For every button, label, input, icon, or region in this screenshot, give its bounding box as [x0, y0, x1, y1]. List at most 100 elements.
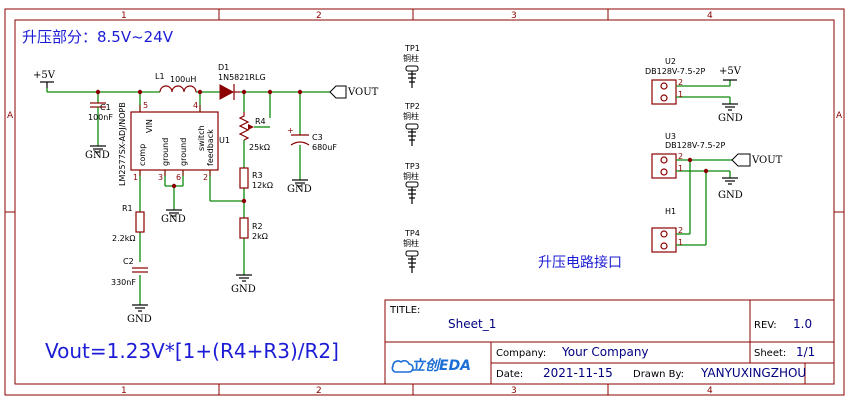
ruler-top-3: 3: [511, 11, 517, 21]
junction-dots: [95, 89, 303, 204]
l1-ref: L1: [155, 72, 165, 81]
drawn-by-value: YANYUXINGZHOU: [700, 366, 806, 380]
tp3-label: 铜柱: [403, 171, 419, 181]
h1-pin-1: 1: [678, 238, 683, 247]
sheet-title: Sheet_1: [448, 317, 496, 331]
u2-plus5v-label: +5V: [719, 66, 742, 77]
plus5v-label: +5V: [33, 70, 56, 81]
gnd-u2-label: GND: [718, 113, 743, 124]
tp3-ref: TP3: [404, 162, 420, 171]
tp1-screw-icon: [405, 65, 419, 88]
ruler-right-a: A: [836, 111, 843, 121]
r3-value: 12kΩ: [252, 181, 273, 190]
gnd-c1-label: GND: [85, 150, 110, 161]
u1-pin-number-2: 2: [203, 173, 208, 182]
l1-inductor-symbol: [159, 85, 197, 93]
r1-resistor-symbol: [135, 211, 145, 233]
u2-ref: U2: [665, 57, 676, 66]
vout-formula: Vout=1.23V*[1+(R4+R3)/R2]: [45, 339, 339, 363]
l1-value: 100uH: [170, 75, 196, 84]
lceda-logo: [391, 359, 414, 373]
c2-value: 330nF: [111, 278, 136, 287]
date-value: 2021-11-15: [543, 366, 613, 380]
boost-section-heading: 升压部分：8.5V~24V: [22, 28, 174, 46]
u3-vout-port-icon: [731, 153, 751, 167]
u1-pin-ground-b: ground: [179, 138, 188, 166]
tp2-label: 铜柱: [403, 111, 419, 121]
c2-ref: C2: [123, 257, 134, 266]
gnd-u1-label: GND: [161, 214, 186, 225]
gnd-c1-icon: [90, 145, 106, 153]
gnd-u3-label: GND: [718, 190, 743, 201]
gnd-r2-icon: [236, 274, 252, 282]
tp4-label: 铜柱: [403, 238, 419, 248]
u1-ic-body: [130, 105, 219, 176]
tp1-ref: TP1: [404, 44, 420, 53]
tp4-screw-icon: [405, 250, 419, 273]
c3-ref: C3: [312, 133, 323, 142]
c3-capacitor-symbol: [290, 134, 310, 146]
plus5v-port: [40, 81, 54, 88]
tp3-screw-icon: [405, 181, 419, 204]
c3-polarity: +: [287, 126, 294, 135]
u1-pin-vin: VIN: [145, 119, 154, 133]
c3-value: 680uF: [312, 143, 337, 152]
company-value: Your Company: [561, 345, 649, 359]
r2-ref: R2: [252, 222, 263, 231]
date-label: Date:: [496, 369, 523, 380]
c1-ref: C1: [100, 103, 111, 112]
d1-diode-symbol: [219, 84, 240, 100]
r4-value: 25kΩ: [249, 143, 270, 152]
u1-pin-number-1: 1: [133, 173, 138, 182]
r1-ref: R1: [122, 204, 133, 213]
tp1-label: 铜柱: [403, 53, 419, 63]
u2-pin-2: 2: [678, 78, 683, 87]
vout-port-icon: [329, 85, 347, 99]
d1-ref: D1: [218, 63, 229, 72]
u1-pin-number-5: 5: [143, 101, 148, 110]
sheet-value: 1/1: [796, 345, 815, 359]
u3-pin-2: 2: [678, 152, 683, 161]
r4-potentiometer-symbol: [238, 112, 254, 141]
h1-pin-2: 2: [678, 226, 683, 235]
u3-pin-1: 1: [678, 164, 683, 173]
u1-pin-switch: switch: [197, 125, 206, 151]
interface-heading: 升压电路接口: [538, 254, 622, 271]
sheet-label: Sheet:: [754, 348, 786, 359]
c1-value: 100nF: [88, 113, 113, 122]
ruler-top-4: 4: [707, 11, 713, 21]
u2-pin-1: 1: [678, 90, 683, 99]
gnd-c2-label: GND: [127, 314, 152, 325]
rev-value: 1.0: [793, 317, 812, 331]
gnd-c2-icon: [132, 304, 148, 312]
c2-capacitor-symbol: [132, 267, 148, 273]
ruler-bottom-3: 3: [511, 386, 517, 396]
ruler-left-a: A: [7, 111, 14, 121]
h1-connector-symbol: [651, 227, 706, 253]
u3-vout-label: VOUT: [751, 155, 783, 166]
u2-value: DB128V-7.5-2P: [645, 67, 706, 76]
ruler-top-2: 2: [316, 11, 322, 21]
d1-value: 1N5821RLG: [218, 73, 266, 82]
u1-part-number: LM2577SX-ADJ/NOPB: [118, 102, 127, 186]
gnd-u2-icon: [722, 103, 738, 111]
tp4-ref: TP4: [404, 229, 420, 238]
gnd-u1-icon: [166, 209, 182, 217]
r2-resistor-symbol: [239, 217, 249, 239]
title-block: [384, 299, 835, 385]
ruler-top-1: 1: [121, 11, 127, 21]
u3-ref: U3: [665, 132, 676, 141]
u2-connector-symbol: [651, 79, 731, 105]
u3-connector-symbol: [651, 153, 732, 245]
gnd-c3-icon: [292, 179, 308, 187]
u1-pin-comp: comp: [138, 144, 147, 166]
ruler-bottom-1: 1: [121, 386, 127, 396]
u1-pin-number-3: 3: [158, 173, 163, 182]
r3-resistor-symbol: [239, 167, 249, 189]
title-label: TITLE:: [389, 305, 420, 316]
tp2-screw-icon: [405, 123, 419, 146]
drawn-by-label: Drawn By:: [633, 369, 684, 380]
h1-ref: H1: [665, 207, 676, 216]
tp2-ref: TP2: [404, 102, 420, 111]
